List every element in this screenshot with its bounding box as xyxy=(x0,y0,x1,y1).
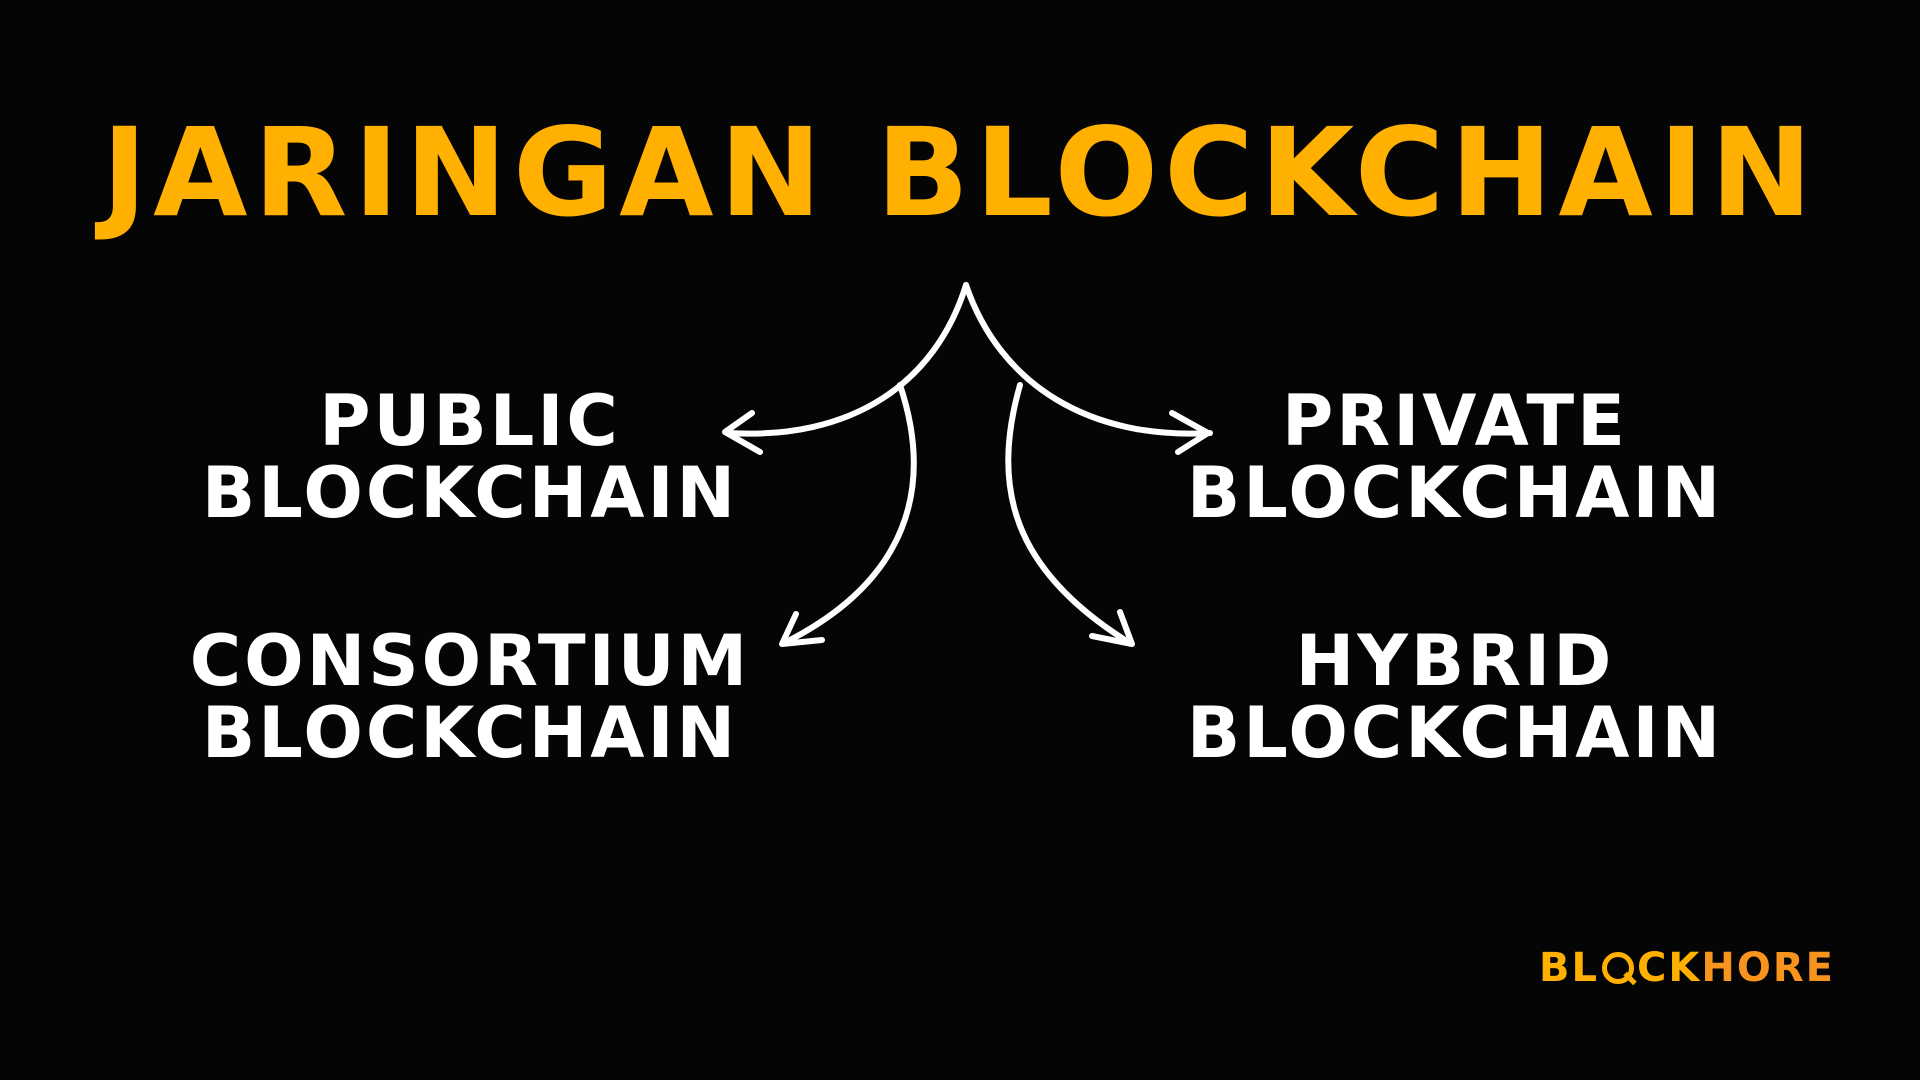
node-public-line1: PUBLIC xyxy=(319,380,621,462)
node-private-line2: BLOCKCHAIN xyxy=(1186,452,1724,534)
node-hybrid-blockchain: HYBRID BLOCKCHAIN xyxy=(1145,625,1765,769)
node-public-blockchain: PUBLIC BLOCKCHAIN xyxy=(160,385,780,529)
node-consortium-blockchain: CONSORTIUM BLOCKCHAIN xyxy=(160,625,780,769)
logo-magnifier-icon xyxy=(1602,952,1635,984)
arrowhead-hybrid xyxy=(1089,609,1135,647)
node-consortium-line1: CONSORTIUM xyxy=(189,620,751,702)
arrow-to-consortium xyxy=(787,382,917,643)
arrowhead-consortium xyxy=(779,611,825,647)
brand-logo: BL CK HORE xyxy=(1539,948,1835,988)
logo-text-part2: CK xyxy=(1637,945,1702,991)
node-hybrid-line1: HYBRID xyxy=(1295,620,1615,702)
node-private-line1: PRIVATE xyxy=(1282,380,1628,462)
logo-text-part1: BL xyxy=(1539,945,1600,991)
node-private-blockchain: PRIVATE BLOCKCHAIN xyxy=(1145,385,1765,529)
arrow-to-hybrid xyxy=(1005,382,1128,643)
node-consortium-line2: BLOCKCHAIN xyxy=(201,692,739,774)
node-hybrid-line2: BLOCKCHAIN xyxy=(1186,692,1724,774)
logo-text-part3: HORE xyxy=(1701,945,1835,991)
node-public-line2: BLOCKCHAIN xyxy=(201,452,739,534)
diagram-title: JARINGAN BLOCKCHAIN xyxy=(101,102,1819,244)
